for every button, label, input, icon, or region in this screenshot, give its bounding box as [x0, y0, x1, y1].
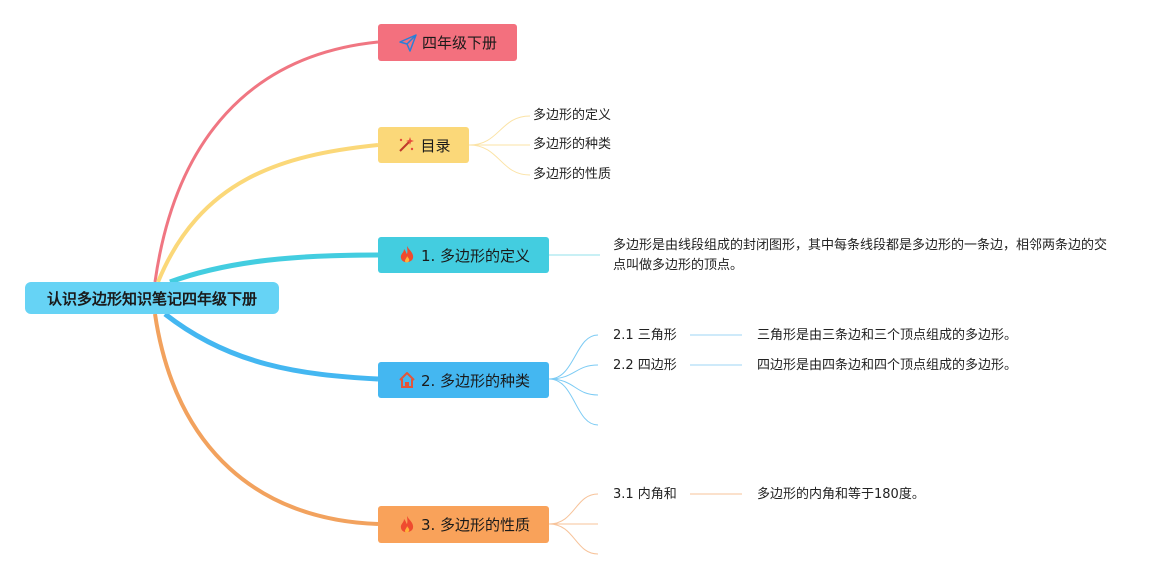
root-label: 认识多边形知识笔记四年级下册 — [46, 289, 257, 308]
paper-plane-icon — [398, 33, 418, 53]
link-root-n1 — [153, 40, 379, 283]
root-node[interactable]: 认识多边形知识笔记四年级下册 — [25, 282, 279, 314]
type-triangle-desc: 三角形是由三条边和三个顶点组成的多边形。 — [757, 328, 1018, 343]
branch-grade[interactable]: 四年级下册 — [378, 24, 517, 61]
house-icon — [397, 370, 417, 390]
fire-icon — [397, 515, 417, 535]
definition-text: 多边形是由线段组成的封闭图形，其中每条线段都是多边形的一条边，相邻两条边的交点叫… — [613, 238, 1108, 273]
toc-item-properties[interactable]: 多边形的性质 — [533, 167, 612, 182]
fire-icon — [397, 245, 417, 265]
type-quadrilateral-label[interactable]: 2.2 四边形 — [613, 358, 677, 373]
branch-properties[interactable]: 3. 多边形的性质 — [378, 506, 549, 543]
branch-properties-label: 3. 多边形的性质 — [420, 516, 531, 534]
type-triangle-label[interactable]: 2.1 三角形 — [613, 328, 677, 343]
link-root-n3 — [169, 252, 379, 285]
link-root-n2 — [156, 143, 379, 283]
branch-toc[interactable]: 目录 — [378, 127, 469, 163]
branch-toc-label: 目录 — [420, 136, 451, 155]
branch-types-label: 2. 多边形的种类 — [420, 371, 531, 390]
link-root-n5 — [153, 313, 379, 526]
branch-definition-label: 1. 多边形的定义 — [420, 246, 531, 265]
magic-wand-icon — [396, 135, 416, 155]
property-angle-sum-label[interactable]: 3.1 内角和 — [613, 487, 677, 502]
branch-grade-label: 四年级下册 — [421, 34, 497, 52]
type-quadrilateral-desc: 四边形是由四条边和四个顶点组成的多边形。 — [757, 358, 1018, 373]
link-root-n4 — [163, 312, 379, 382]
branch-types[interactable]: 2. 多边形的种类 — [378, 362, 549, 398]
toc-item-definition[interactable]: 多边形的定义 — [533, 108, 612, 123]
property-angle-sum-desc: 多边形的内角和等于180度。 — [757, 487, 925, 502]
toc-item-types[interactable]: 多边形的种类 — [533, 137, 612, 152]
branch-definition[interactable]: 1. 多边形的定义 — [378, 237, 549, 273]
